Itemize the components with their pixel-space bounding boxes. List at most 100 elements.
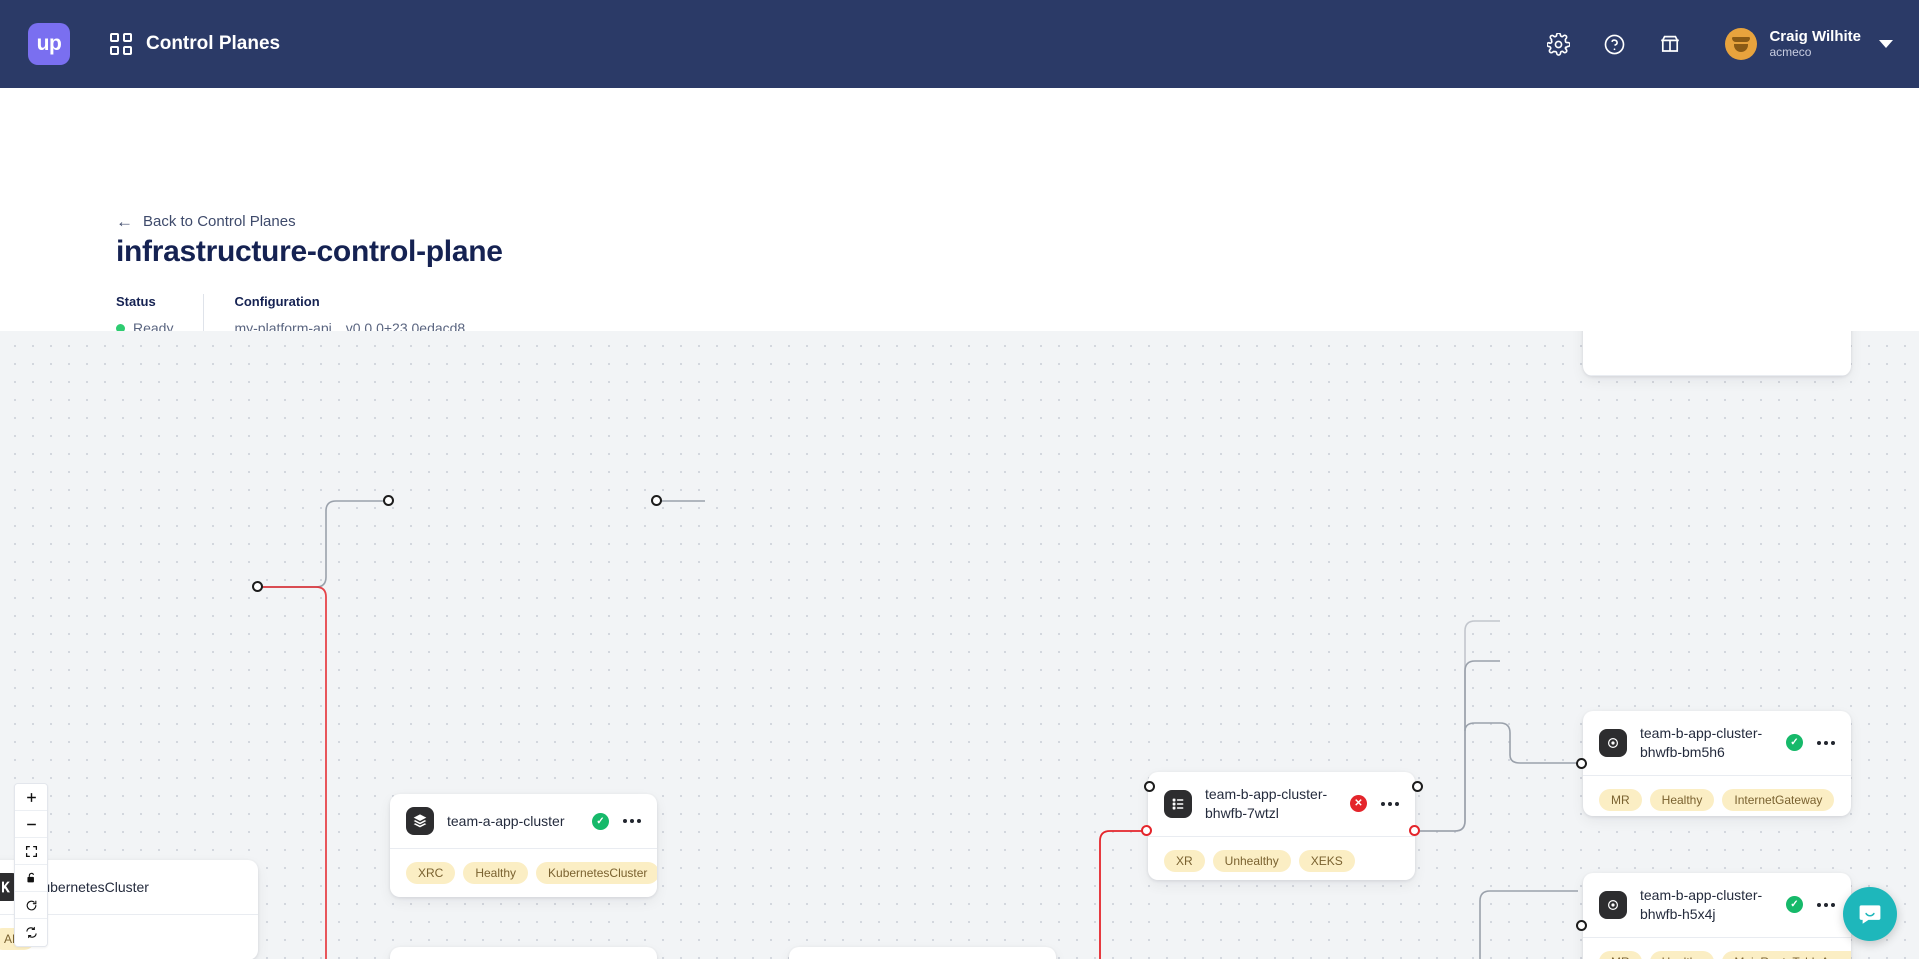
node-menu-button[interactable] — [1817, 902, 1835, 907]
grid-cell — [123, 46, 132, 55]
node-header: team-b-app-cluster-bhwfb-7wtzl ✕ — [1148, 772, 1415, 836]
node-header: team-b-app-cluster ✕ — [390, 947, 657, 959]
status-badge-healthy-icon: ✓ — [592, 812, 609, 830]
node-tag: MR — [1599, 950, 1642, 959]
settings-gear-icon[interactable] — [1543, 29, 1573, 59]
graph-edges — [258, 500, 1578, 959]
status-badge-healthy-icon: ✓ — [1786, 734, 1803, 752]
canvas-zoom-controls — [14, 783, 48, 947]
resource-graph-canvas[interactable]: KubernetesCluster API team-a-app-cluster… — [0, 331, 1919, 959]
node-divider — [1148, 835, 1415, 837]
node-divider — [390, 848, 657, 849]
node-handle-right[interactable] — [252, 581, 263, 592]
node-handle-right[interactable] — [1409, 825, 1420, 836]
node-header: team-b-app-cluster-bhwfb ✕ — [789, 947, 1056, 959]
marketplace-store-icon[interactable] — [1655, 29, 1685, 59]
configuration-label: Configuration — [234, 294, 320, 309]
node-divider — [1583, 936, 1851, 938]
node-handle-left[interactable] — [1576, 758, 1587, 769]
grid-cell — [110, 33, 119, 42]
node-tags: XRC Healthy KubernetesCluster — [390, 849, 657, 897]
node-header: team-b-app-cluster-bhwfb-h5x4j ✓ — [1583, 873, 1851, 937]
graph-node-team-b-app-cluster-bhwfb-7wtzl[interactable]: team-b-app-cluster-bhwfb-7wtzl ✕ XR Unhe… — [1148, 772, 1415, 880]
status-badge-healthy-icon: ✓ — [1786, 896, 1803, 914]
node-tag: Unhealthy — [1212, 849, 1291, 872]
node-menu-button[interactable] — [1381, 801, 1399, 806]
avatar-brow — [1732, 37, 1751, 42]
graph-node[interactable] — [1583, 331, 1851, 376]
help-question-icon[interactable] — [1599, 29, 1629, 59]
user-org: acmeco — [1769, 44, 1812, 59]
configuration-block: Configuration my-platform-api v0.0.0+23.… — [234, 294, 465, 336]
node-tag: Healthy — [463, 862, 529, 884]
node-tag: XR — [1164, 849, 1205, 872]
node-title: team-a-app-cluster — [447, 812, 565, 829]
layers-stack-icon — [406, 807, 434, 835]
nav-right-group: Craig Wilhite acmeco — [1517, 28, 1893, 60]
graph-node-team-b-app-cluster-bhwfb[interactable]: team-b-app-cluster-bhwfb ✕ XR Unhealthy … — [789, 947, 1056, 959]
node-tag: MainRouteTableAssociation — [1722, 950, 1851, 959]
node-title: KubernetesCluster — [33, 878, 149, 895]
chat-bubble-icon — [1859, 905, 1881, 924]
status-label: Status — [116, 294, 156, 309]
zoom-out-button[interactable] — [15, 811, 47, 838]
node-header: team-a-app-cluster ✓ — [390, 794, 657, 848]
nav-title: Control Planes — [146, 33, 281, 54]
lock-button[interactable] — [15, 865, 47, 892]
logo-text: up — [36, 32, 62, 55]
avatar[interactable] — [1725, 28, 1758, 60]
node-tag: Healthy — [1649, 788, 1715, 811]
page-title: infrastructure-control-plane — [116, 235, 503, 268]
node-tag: KubernetesCluster — [536, 862, 657, 884]
status-block: Status Ready — [116, 294, 173, 336]
graph-node-team-a-app-cluster[interactable]: team-a-app-cluster ✓ XRC Healthy Kuberne… — [390, 794, 657, 897]
node-handle-left[interactable] — [1144, 781, 1155, 792]
chevron-down-icon[interactable] — [1879, 40, 1893, 48]
back-to-control-planes-link[interactable]: ← Back to Control Planes — [116, 213, 296, 230]
node-handle-right[interactable] — [1412, 781, 1423, 792]
top-navigation-bar: up Control Planes — [0, 0, 1919, 88]
zoom-in-button[interactable] — [15, 784, 47, 811]
node-title: team-b-app-cluster-bhwfb-h5x4j — [1640, 887, 1763, 922]
managed-resource-icon — [1599, 728, 1627, 757]
node-title: team-b-app-cluster-bhwfb-7wtzl — [1205, 786, 1328, 821]
node-tags: XR Unhealthy XEKS — [1148, 837, 1415, 880]
graph-node-team-b-app-cluster-bhwfb-bm5h6[interactable]: team-b-app-cluster-bhwfb-bm5h6 ✓ MR Heal… — [1583, 711, 1851, 816]
status-dot-icon — [116, 323, 125, 333]
upbound-logo[interactable]: up — [28, 23, 70, 65]
node-title: team-b-app-cluster-bhwfb-bm5h6 — [1640, 725, 1763, 760]
user-name: Craig Wilhite — [1769, 28, 1861, 46]
node-handle-left[interactable] — [383, 495, 394, 506]
fit-view-button[interactable] — [15, 838, 47, 865]
node-tag: MR — [1599, 788, 1642, 811]
node-menu-button[interactable] — [623, 819, 641, 823]
node-tags: MR Healthy InternetGateway — [1583, 776, 1851, 816]
grid-apps-icon[interactable] — [110, 33, 132, 55]
node-tag: XRC — [406, 862, 456, 884]
reset-button[interactable] — [15, 892, 47, 919]
node-handle-right[interactable] — [651, 495, 662, 506]
managed-resource-icon — [1599, 890, 1627, 919]
avatar-chin — [1734, 44, 1749, 52]
divider — [203, 294, 205, 340]
node-divider — [0, 914, 258, 915]
graph-node-team-b-app-cluster[interactable]: team-b-app-cluster ✕ XRC Unhealthy Kuber… — [390, 947, 657, 959]
node-menu-button[interactable] — [1817, 740, 1835, 745]
grid-cell — [110, 46, 119, 55]
page-header: ← Back to Control Planes infrastructure-… — [0, 88, 1919, 406]
node-divider — [1583, 774, 1851, 776]
back-link-label: Back to Control Planes — [143, 213, 296, 230]
node-tag: Healthy — [1649, 950, 1715, 959]
status-badge-unhealthy-icon: ✕ — [1350, 795, 1367, 813]
arrow-left-icon: ← — [116, 212, 133, 231]
chat-launcher[interactable] — [1843, 887, 1897, 941]
auto-refresh-button[interactable] — [15, 919, 47, 946]
node-divider — [1583, 375, 1851, 376]
composite-resource-icon — [1164, 789, 1192, 818]
node-tag: XEKS — [1298, 849, 1355, 872]
node-tags: MR Healthy MainRouteTableAssociation — [1583, 938, 1851, 959]
user-menu[interactable]: Craig Wilhite acmeco — [1769, 28, 1861, 59]
graph-node-team-b-app-cluster-bhwfb-h5x4j[interactable]: team-b-app-cluster-bhwfb-h5x4j ✓ MR Heal… — [1583, 873, 1851, 959]
node-handle-left[interactable] — [1576, 920, 1587, 931]
node-handle-left[interactable] — [1141, 825, 1152, 836]
